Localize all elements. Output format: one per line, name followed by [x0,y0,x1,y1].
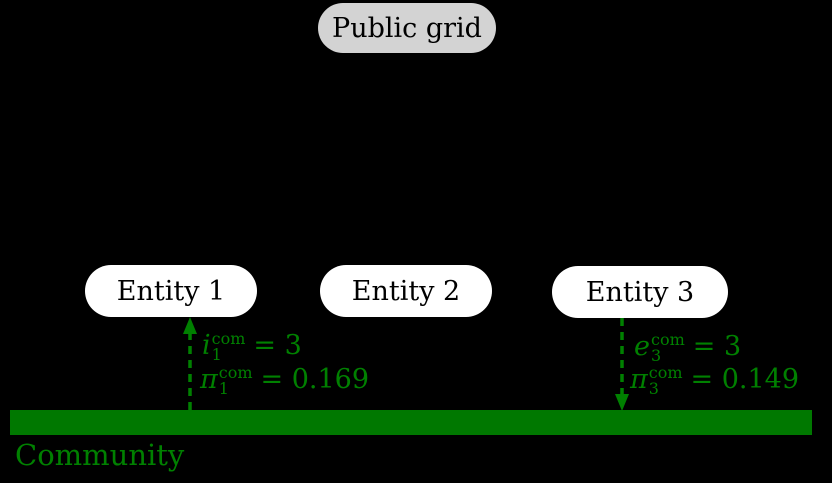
superscript: com [648,362,683,382]
variable-symbol: π [630,364,648,395]
equation-value: = 0.169 [260,364,370,395]
entity-3-node: Entity 3 [552,266,728,318]
variable-symbol: e [634,331,650,362]
superscript: com [211,328,246,348]
arrowhead-down-icon [615,394,629,411]
equation-value: = 3 [692,331,742,362]
equation-value: = 0.149 [690,364,800,395]
superscript: com [650,329,685,349]
subscript: 1 [218,378,229,398]
arrowhead-up-icon [183,317,197,334]
equation-value: = 3 [253,330,302,361]
superscript: com [218,362,253,382]
subscript: 3 [648,378,659,398]
export-arrow-entity3 [615,318,629,411]
import-arrow-entity1 [183,317,197,410]
subscript: 1 [211,344,222,364]
variable-symbol: i [202,330,211,361]
community-bar [10,410,812,435]
entity-2-node: Entity 2 [320,265,492,317]
subscript: 3 [650,345,662,365]
public-grid-node: Public grid [318,3,496,53]
community-label: Community [15,438,185,472]
entity-1-node: Entity 1 [85,265,257,317]
variable-symbol: π [200,364,218,395]
